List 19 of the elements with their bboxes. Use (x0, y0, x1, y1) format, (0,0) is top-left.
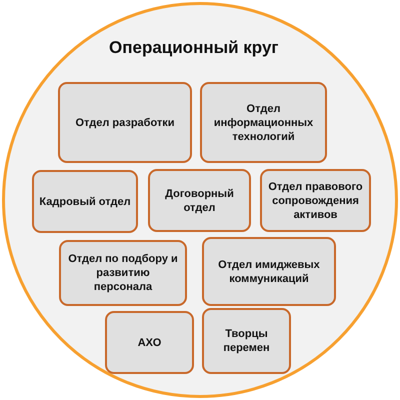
department-label: Творцы перемен (222, 327, 271, 355)
department-box (200, 82, 327, 163)
department-label: Отдел разработки (75, 116, 175, 130)
group-title: Операционный круг (109, 38, 279, 58)
department-box (202, 237, 336, 306)
department-box (148, 169, 251, 232)
department-label: АХО (138, 336, 162, 350)
department-label: Отдел по подбору и развитию персонала (67, 252, 179, 294)
department-box (58, 82, 192, 163)
department-box (59, 240, 187, 306)
department-box (202, 308, 291, 374)
department-label: Отдел правового сопровождения активов (267, 180, 364, 222)
department-label: Договорный отдел (164, 186, 235, 214)
department-box (105, 311, 194, 374)
department-label: Кадровый отдел (39, 194, 131, 208)
department-label: Отдел информационных технологий (212, 102, 314, 144)
department-box (260, 169, 371, 232)
department-box (32, 170, 138, 233)
department-label: Отдел имиджевых коммуникаций (217, 258, 321, 286)
